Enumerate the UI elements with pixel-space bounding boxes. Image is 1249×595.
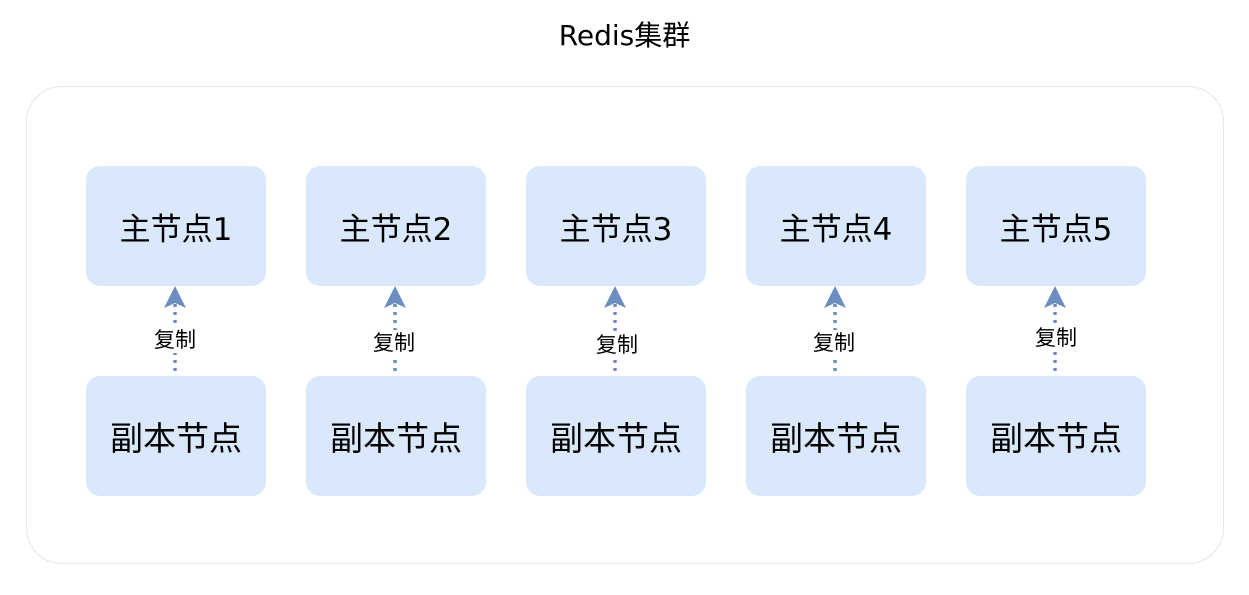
replica-node-5: 副本节点 bbox=[966, 376, 1146, 496]
primary-node-4: 主节点4 bbox=[746, 166, 926, 286]
primary-node-1: 主节点1 bbox=[86, 166, 266, 286]
primary-node-5: 主节点5 bbox=[966, 166, 1146, 286]
primary-node-3: 主节点3 bbox=[526, 166, 706, 286]
replication-arrow-5 bbox=[1044, 286, 1066, 376]
replication-label-4: 复制 bbox=[794, 330, 874, 356]
replication-label-2: 复制 bbox=[354, 330, 434, 356]
replica-node-4: 副本节点 bbox=[746, 376, 926, 496]
replication-arrow-4 bbox=[824, 286, 846, 376]
replica-node-2: 副本节点 bbox=[306, 376, 486, 496]
replication-arrow-1 bbox=[164, 286, 186, 376]
replication-label-3: 复制 bbox=[577, 332, 657, 358]
primary-node-2: 主节点2 bbox=[306, 166, 486, 286]
replication-label-1: 复制 bbox=[135, 327, 215, 353]
replica-node-3: 副本节点 bbox=[526, 376, 706, 496]
replication-arrow-3 bbox=[604, 286, 626, 376]
diagram-title: Redis集群 bbox=[558, 19, 691, 52]
replication-label-5: 复制 bbox=[1016, 325, 1096, 351]
replication-arrow-2 bbox=[384, 286, 406, 376]
replica-node-1: 副本节点 bbox=[86, 376, 266, 496]
